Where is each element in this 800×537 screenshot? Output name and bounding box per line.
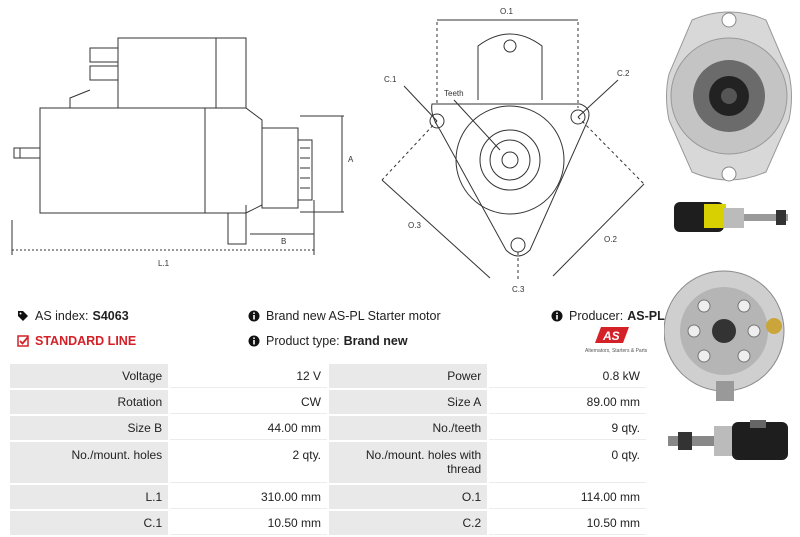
product-type-label: Product type: (266, 334, 340, 348)
spec-value: 9 qty. (489, 416, 646, 440)
table-row: Voltage 12 V Power 0.8 kW (10, 364, 646, 388)
label-o3: O.3 (408, 221, 421, 230)
logo-text: AS (602, 329, 620, 343)
label-c2: C.2 (617, 69, 630, 78)
product-photo-side-large (668, 420, 788, 460)
spec-label: Power (329, 364, 488, 388)
spec-value: 12 V (170, 364, 328, 388)
technical-drawing: L.1 A B O.1 O.2 O.3 C.1 C.2 C.3 Teeth (11, 7, 645, 294)
spec-label: Voltage (10, 364, 169, 388)
spec-value: 10.50 mm (170, 511, 328, 535)
label-teeth: Teeth (444, 89, 464, 98)
as-index-value: S4063 (92, 309, 129, 323)
product-type-line: Product type: Brand new (248, 334, 408, 348)
table-row: Size B 44.00 mm No./teeth 9 qty. (10, 416, 646, 440)
spec-label: No./mount. holes (10, 442, 169, 483)
producer-line: Producer: AS-PL (551, 309, 665, 323)
as-index-line: AS index: S4063 (17, 309, 129, 323)
description-text: Brand new AS-PL Starter motor (266, 309, 441, 323)
label-o2: O.2 (604, 235, 617, 244)
producer-value: AS-PL (627, 309, 665, 323)
spec-label: C.2 (329, 511, 488, 535)
description-line: Brand new AS-PL Starter motor (248, 309, 441, 323)
product-photo-flange (666, 11, 792, 182)
standard-line-label: STANDARD LINE (35, 334, 137, 348)
info-icon (248, 335, 260, 347)
logo-tagline: Alternators, Starters & Parts (585, 348, 648, 354)
spec-value: 0.8 kW (489, 364, 646, 388)
spec-value: 310.00 mm (170, 485, 328, 509)
label-o1: O.1 (500, 7, 513, 16)
producer-label: Producer: (569, 309, 624, 323)
spec-label: Rotation (10, 390, 169, 414)
label-l1: L.1 (158, 259, 170, 268)
info-icon (551, 310, 563, 322)
spec-value: 2 qty. (170, 442, 328, 483)
as-pl-logo: AS Alternators, Starters & Parts (585, 327, 648, 354)
spec-value: 10.50 mm (489, 511, 646, 535)
standard-line: STANDARD LINE (17, 334, 136, 348)
product-photo-rear (664, 270, 785, 401)
spec-value: CW (170, 390, 328, 414)
spec-label: L.1 (10, 485, 169, 509)
spec-label: Size A (329, 390, 488, 414)
spec-label: C.1 (10, 511, 169, 535)
info-icon (248, 310, 260, 322)
spec-label: No./mount. holes with thread (329, 442, 488, 483)
table-row: Rotation CW Size A 89.00 mm (10, 390, 646, 414)
spec-label: Size B (10, 416, 169, 440)
spec-value: 44.00 mm (170, 416, 328, 440)
as-index-label: AS index: (35, 309, 89, 323)
spec-table: Voltage 12 V Power 0.8 kW Rotation CW Si… (8, 362, 648, 537)
label-c3: C.3 (512, 285, 525, 294)
spec-label: No./teeth (329, 416, 488, 440)
spec-label: O.1 (329, 485, 488, 509)
product-type-value: Brand new (343, 334, 408, 348)
product-photo-side-small (674, 202, 788, 232)
label-c1: C.1 (384, 75, 397, 84)
spec-value: 89.00 mm (489, 390, 646, 414)
table-row: C.1 10.50 mm C.2 10.50 mm (10, 511, 646, 535)
tag-icon (18, 311, 28, 321)
spec-value: 114.00 mm (489, 485, 646, 509)
checkbox-checked-icon (17, 335, 29, 347)
table-row: L.1 310.00 mm O.1 114.00 mm (10, 485, 646, 509)
label-b: B (281, 237, 286, 246)
table-row: No./mount. holes 2 qty. No./mount. holes… (10, 442, 646, 483)
label-a: A (348, 155, 354, 164)
spec-value: 0 qty. (489, 442, 646, 483)
